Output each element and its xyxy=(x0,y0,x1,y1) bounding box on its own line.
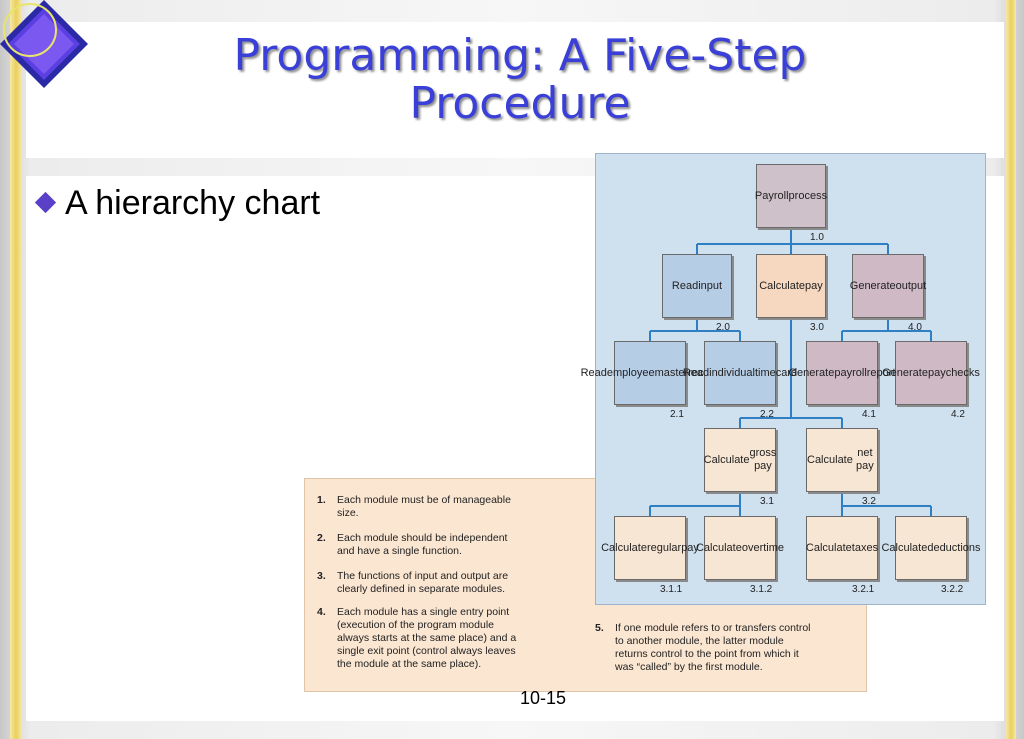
chart-node-label: 4.2 xyxy=(951,409,965,420)
rule-line: size. xyxy=(337,507,359,519)
rule-line: (execution of the program module xyxy=(337,619,495,631)
chart-node-2-1: Reademployeemasterrecord xyxy=(581,341,719,405)
rule-number: 4. xyxy=(317,606,326,618)
rule-line: Each module has a single entry point xyxy=(337,606,510,618)
chart-connectors xyxy=(649,228,932,516)
rule-line: was “called” by the first module. xyxy=(615,661,763,673)
chart-node-label: 4.1 xyxy=(862,409,876,420)
rule-number: 3. xyxy=(317,570,326,582)
chart-node-label: 3.0 xyxy=(810,322,824,333)
chart-node-label: 3.1.1 xyxy=(660,584,683,595)
rule-number: 2. xyxy=(317,532,326,544)
page-title: Programming: A Five-Step Procedure xyxy=(233,30,807,129)
chart-node-label: 3.2.2 xyxy=(941,584,964,595)
chart-node-label: 2.2 xyxy=(760,409,774,420)
chart-node-label: 2.1 xyxy=(670,409,684,420)
rule-line: returns control to the point from which … xyxy=(615,648,799,660)
chart-node-label: 3.2.1 xyxy=(852,584,875,595)
chart-node-label: 4.0 xyxy=(908,322,922,333)
rule-number: 1. xyxy=(317,494,326,506)
rule-line: If one module refers to or transfers con… xyxy=(615,622,811,634)
rule-line: to another module, the latter module xyxy=(615,635,784,647)
rule-line: Each module must be of manageable xyxy=(337,494,511,506)
rule-line: single exit point (control always leaves xyxy=(337,645,516,657)
rule-line: the module at the same place). xyxy=(337,658,482,670)
diamond-bullet-icon xyxy=(34,191,57,214)
rule-line: clearly defined in separate modules. xyxy=(337,583,506,595)
chart-node-label: 1.0 xyxy=(810,232,824,243)
chart-node-label: 3.2 xyxy=(862,496,876,507)
right-gold-border xyxy=(1006,0,1016,739)
bullet-item: A hierarchy chart xyxy=(34,184,321,223)
chart-node-label: 3.1.2 xyxy=(750,584,773,595)
rule-line: and have a single function. xyxy=(337,545,462,557)
rule-line: The functions of input and output are xyxy=(337,570,509,582)
rule-line: always starts at the same place) and a xyxy=(337,632,517,644)
diamond-logo-icon xyxy=(0,0,88,88)
left-gold-border xyxy=(10,0,22,739)
rule-line: Each module should be independent xyxy=(337,532,508,544)
title-panel xyxy=(26,22,1004,158)
bullet-text: A hierarchy chart xyxy=(65,184,321,222)
rule-number: 5. xyxy=(595,622,604,634)
page-number: 10-15 xyxy=(520,688,567,708)
chart-node-label: 2.0 xyxy=(716,322,730,333)
chart-node-label: 3.1 xyxy=(760,496,774,507)
